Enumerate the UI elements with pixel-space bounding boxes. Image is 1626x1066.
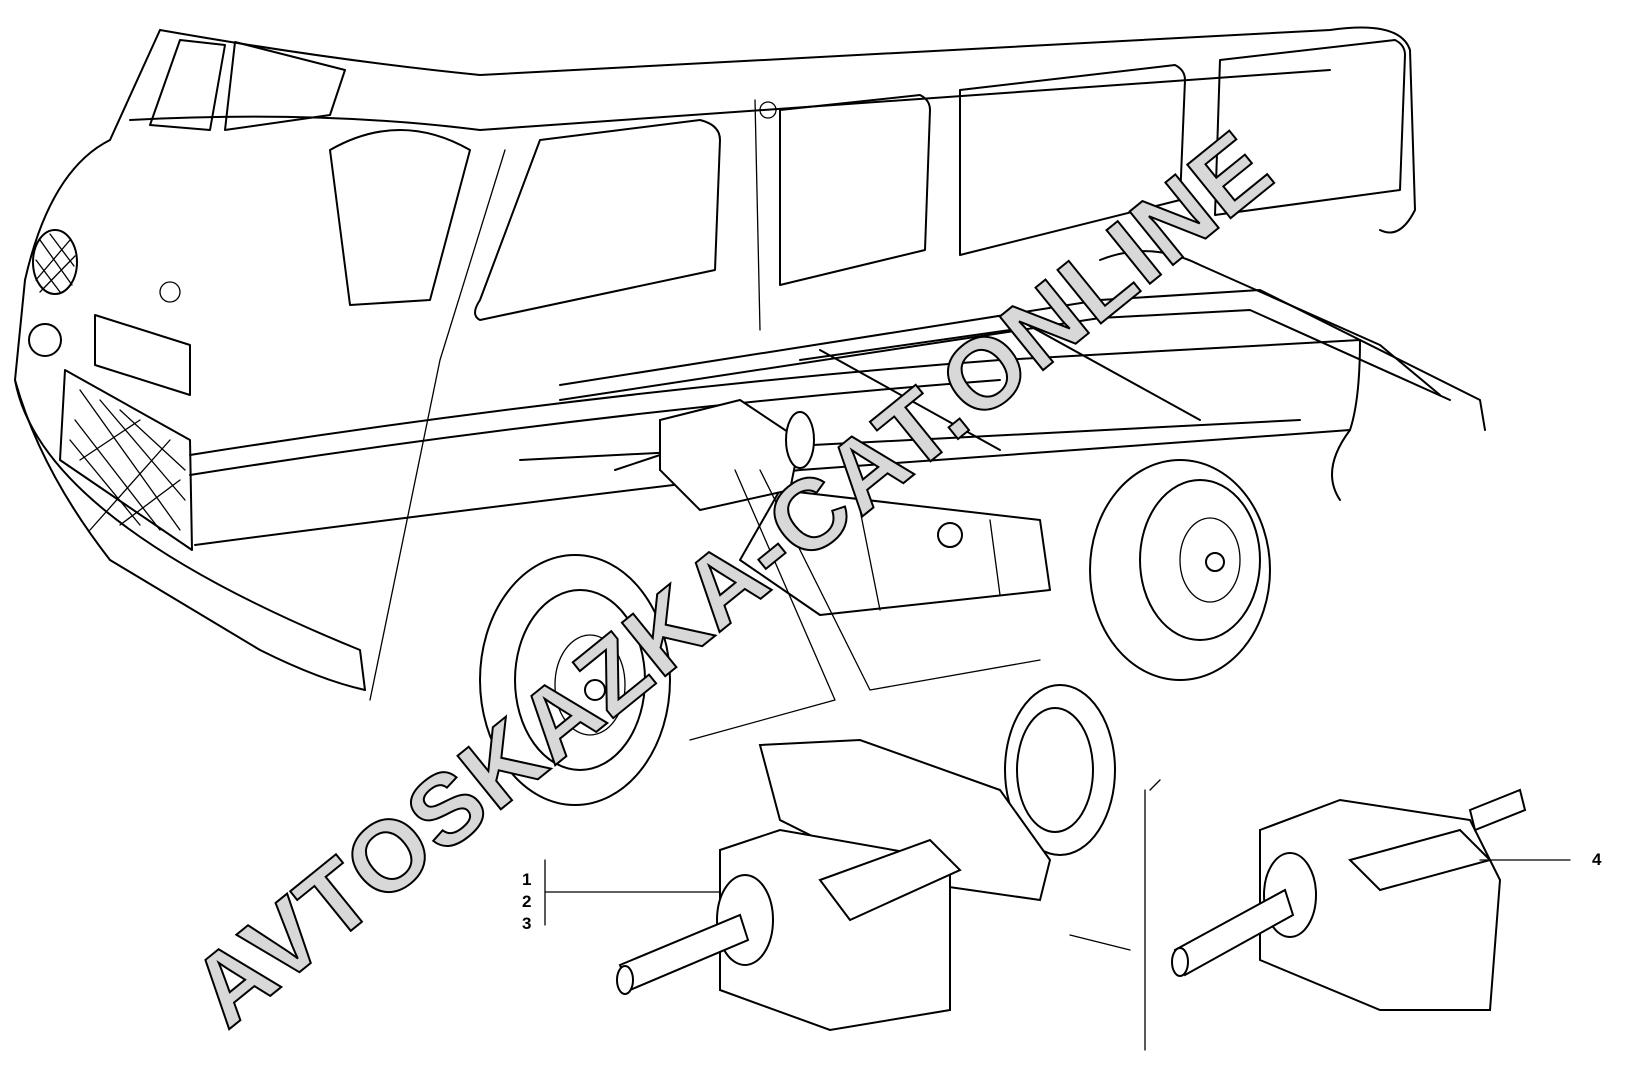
callout-4: 4 [1592,850,1602,869]
installed-transfer-case [614,398,815,512]
van-body [14,26,1416,701]
callout-2: 2 [522,892,532,911]
transfer-case-assembly-1-3 [616,684,1116,1032]
chassis-frame [519,250,1486,616]
bracket [1069,779,1161,1051]
front-wheel [479,554,671,806]
callout-3: 3 [522,914,532,933]
callout-leader-1-3 [544,859,721,926]
leader-lines [689,469,1041,741]
callout-1: 1 [522,870,532,889]
rear-wheel [1089,459,1271,681]
transfer-case-4 [1171,788,1527,1011]
